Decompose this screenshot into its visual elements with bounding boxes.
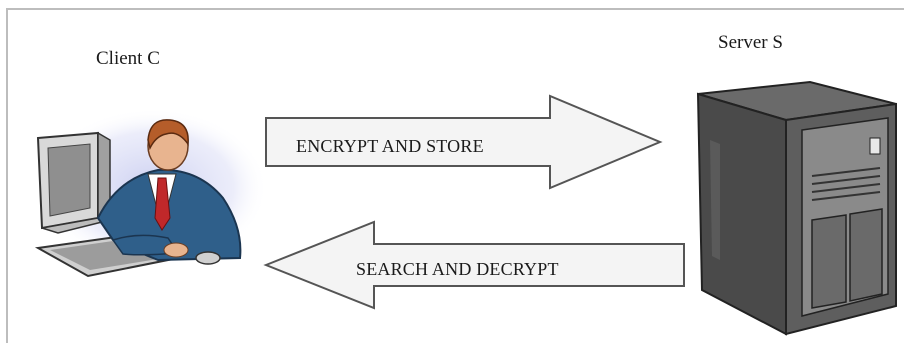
tie-icon xyxy=(154,177,171,231)
server-label: Server S xyxy=(718,32,783,53)
encrypt-arrow xyxy=(265,94,663,190)
search-label: SEARCH AND DECRYPT xyxy=(356,259,559,279)
server-icon xyxy=(696,80,897,336)
diagram-frame xyxy=(6,8,904,343)
client-illustration xyxy=(34,108,268,278)
client-label: Client C xyxy=(96,48,160,69)
search-arrow xyxy=(263,220,685,310)
encrypt-label: ENCRYPT AND STORE xyxy=(296,136,484,156)
mouse-icon xyxy=(195,251,221,265)
